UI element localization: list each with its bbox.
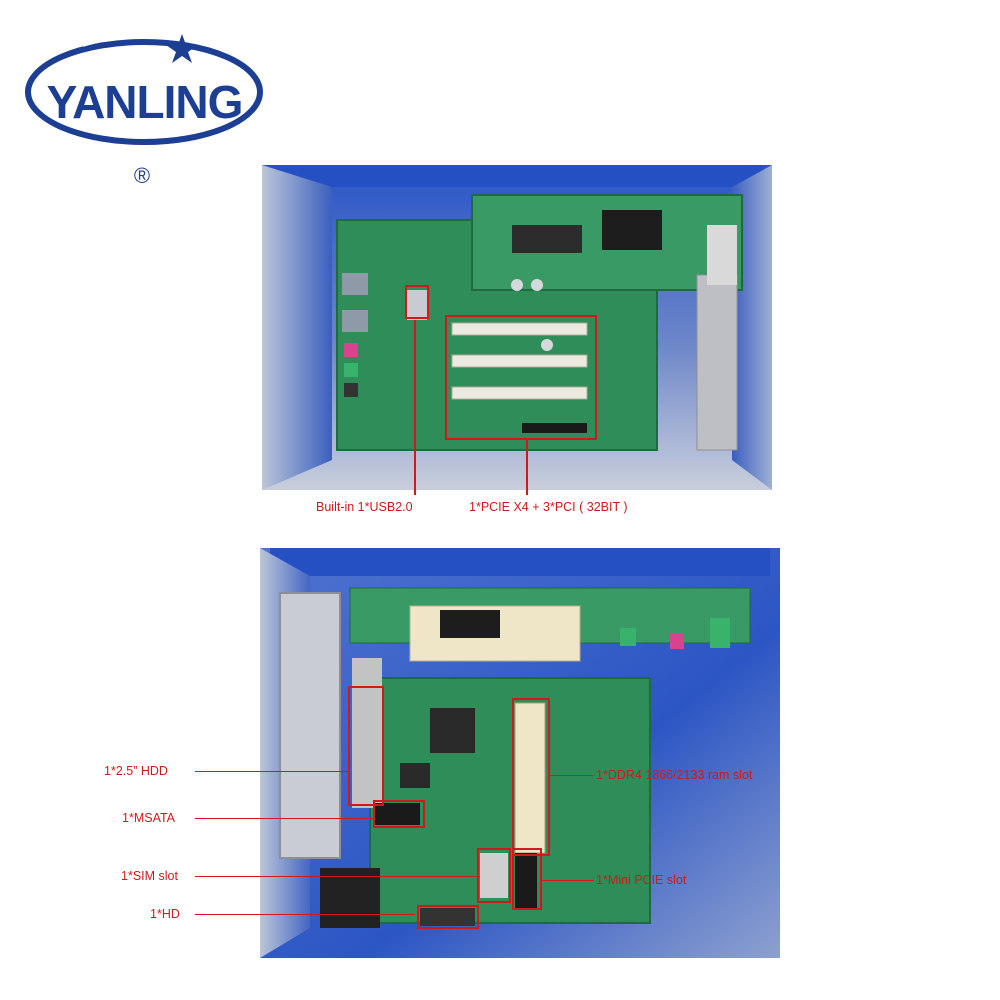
ram-callout-line: [548, 775, 593, 776]
label-hd: 1*HD: [150, 907, 180, 921]
hd-highlight-box: [417, 905, 479, 929]
sim-callout-line: [195, 876, 480, 877]
usb-callout-line: [414, 320, 416, 495]
top-view-photo: [262, 165, 772, 490]
slots-highlight-box: [445, 315, 597, 440]
logo-swoosh: [25, 26, 263, 145]
sim-highlight-box: [477, 848, 511, 903]
logo-wordmark: YANLING: [46, 76, 244, 128]
ram-highlight-box: [512, 698, 550, 856]
label-sim-slot: 1*SIM slot: [121, 869, 178, 883]
registered-mark: ®: [133, 163, 151, 188]
msata-callout-line: [195, 818, 375, 819]
label-mini-pcie-slot: 1*Mini PCIE slot: [596, 873, 687, 887]
hd-callout-line: [195, 914, 415, 915]
bottom-chassis-illustration: [260, 548, 780, 958]
label-ram-slot: 1*DDR4 1866/2133 ram slot: [596, 768, 753, 782]
label-msata: 1*MSATA: [122, 811, 176, 825]
slots-callout-line: [526, 440, 528, 495]
label-hdd: 1*2.5” HDD: [104, 764, 168, 778]
hdd-callout-line: [195, 771, 350, 772]
usb-highlight-box: [405, 285, 429, 319]
bottom-view-photo: [260, 548, 780, 958]
mini-pcie-callout-line: [542, 880, 594, 881]
label-usb: Built-in 1*USB2.0: [316, 500, 413, 514]
yanling-logo: YANLING ®: [22, 20, 267, 188]
mini-pcie-highlight-box: [512, 848, 542, 910]
star-icon: [166, 34, 198, 63]
hdd-highlight-box: [348, 686, 384, 806]
top-chassis-illustration: [262, 165, 772, 490]
label-pcie-pci-slots: 1*PCIE X4 + 3*PCI ( 32BIT ): [469, 500, 628, 514]
msata-highlight-box: [373, 800, 425, 828]
